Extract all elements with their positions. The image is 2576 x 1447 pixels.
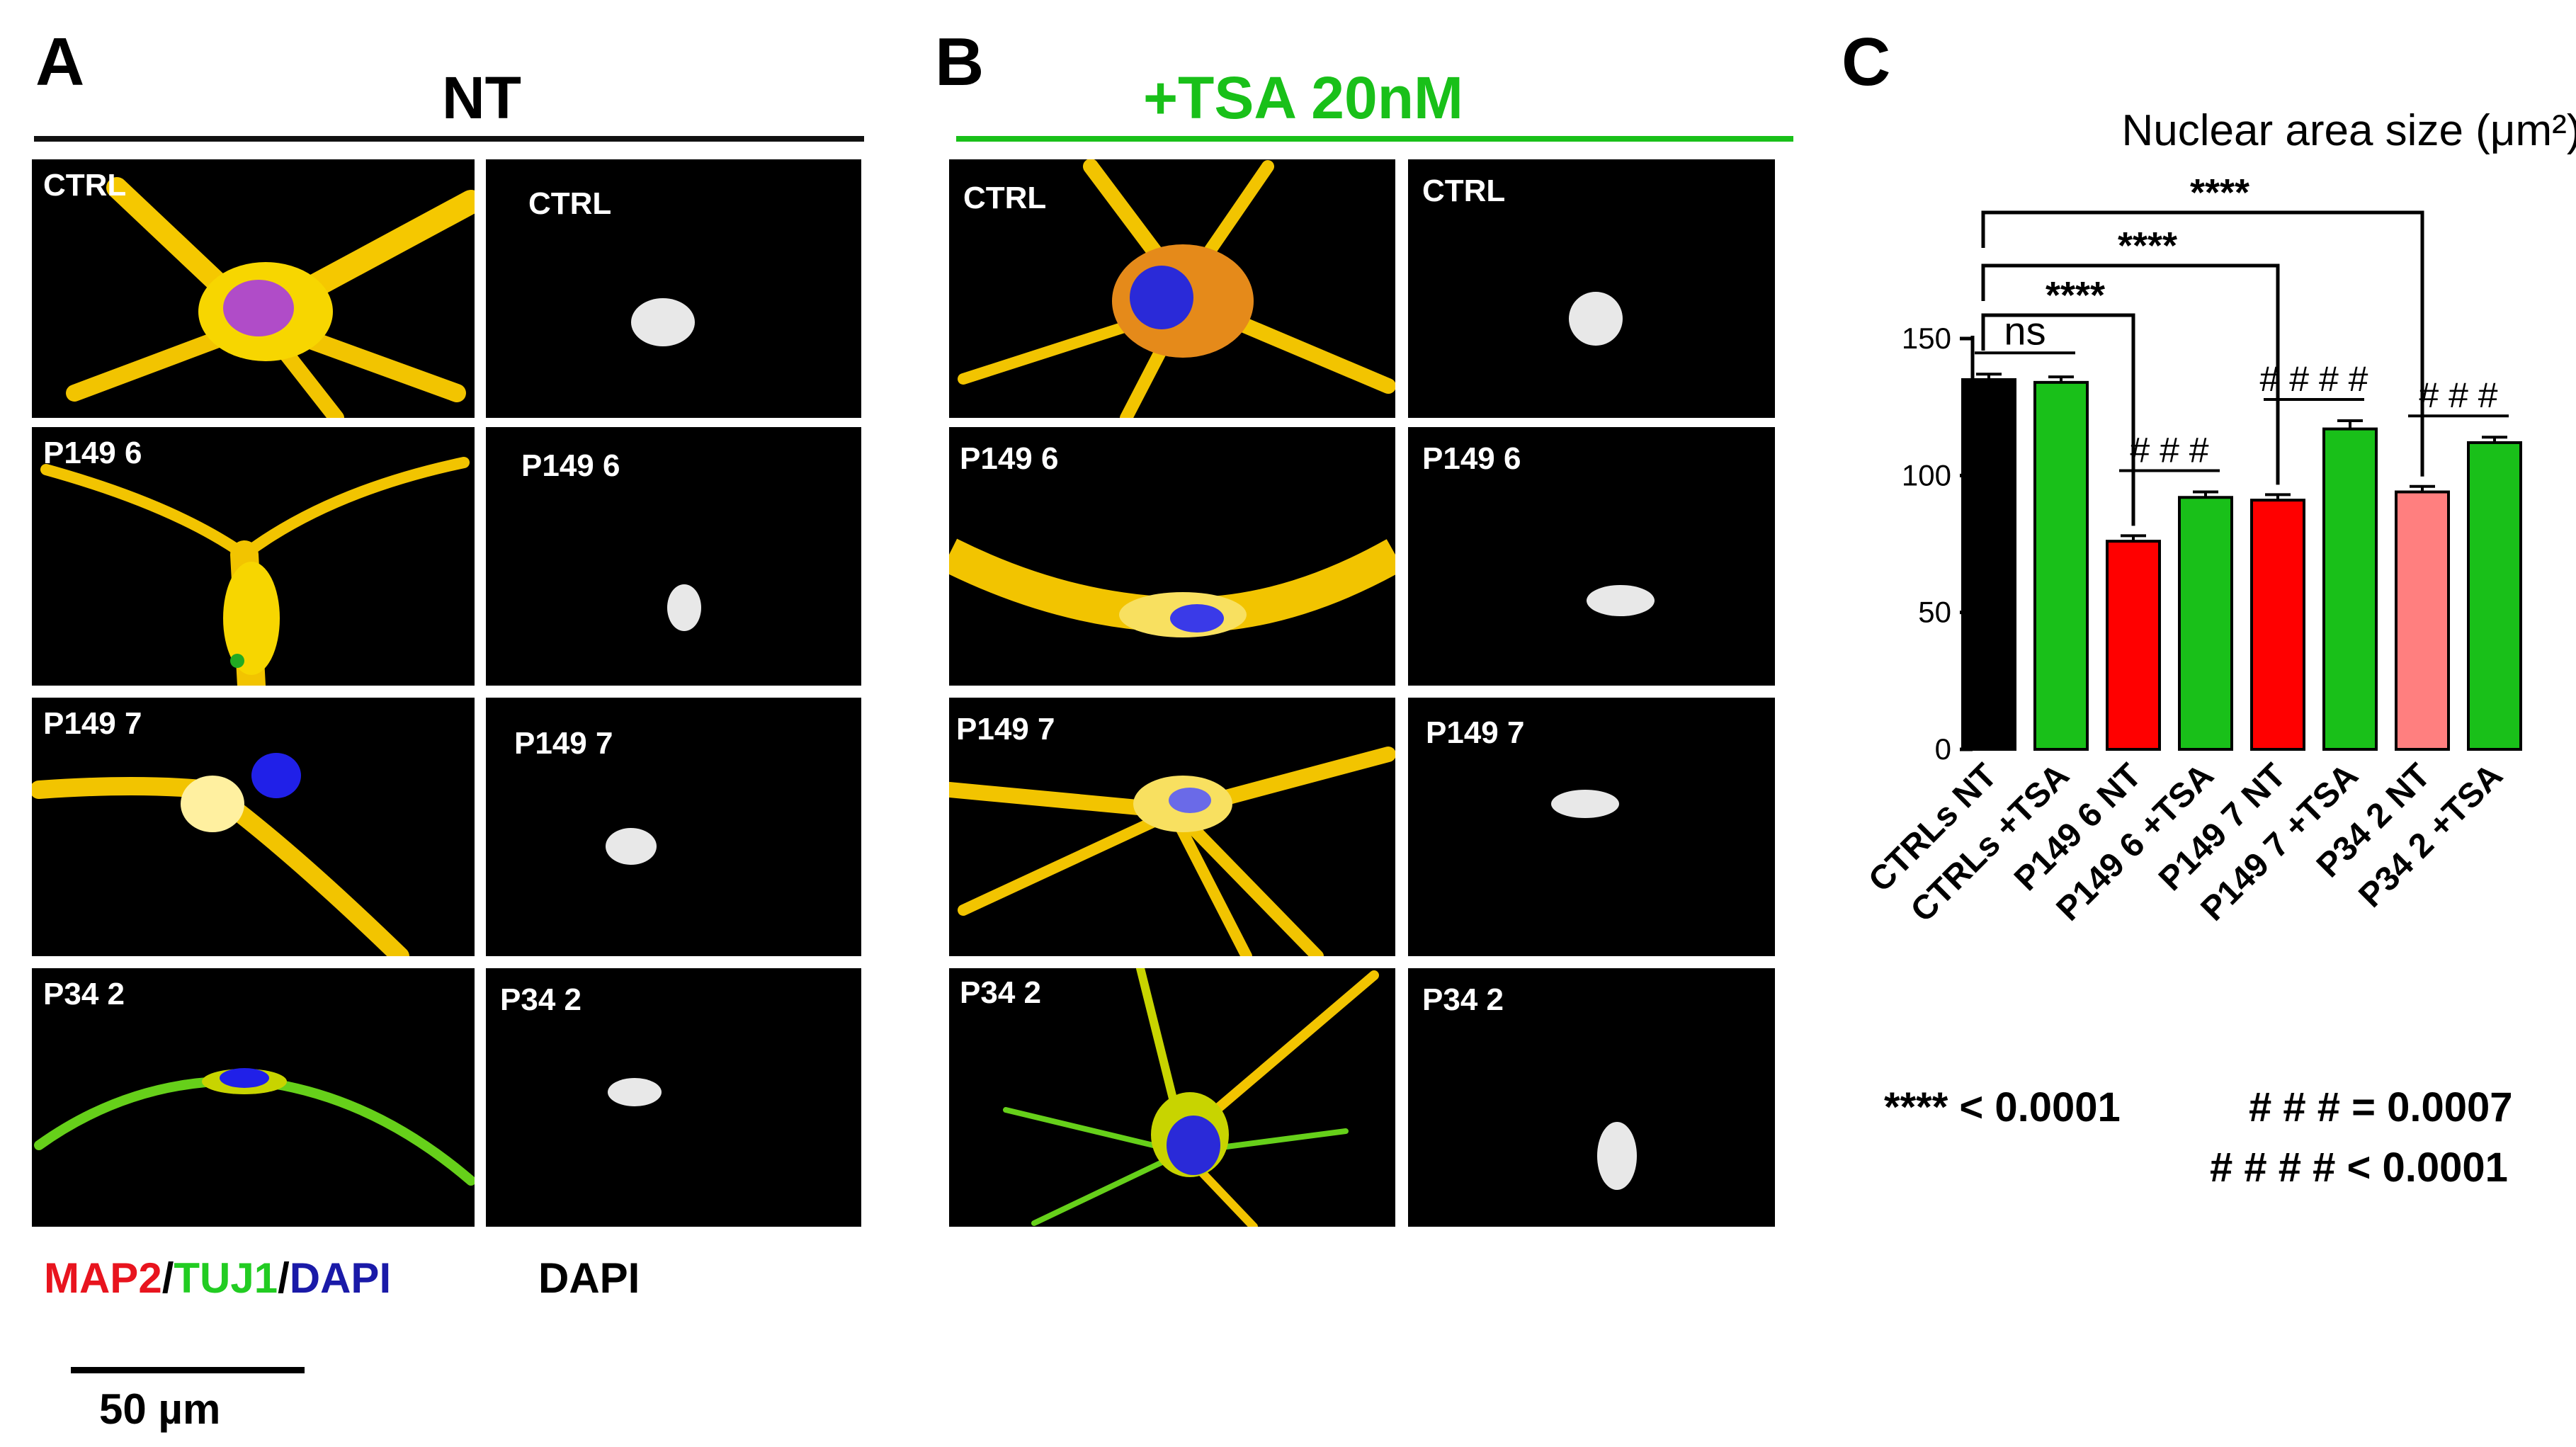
significance-bracket [1981, 263, 2280, 485]
significance-label: **** [2118, 225, 2177, 267]
micrograph-a-dapi-p34-2: P34 2 [486, 968, 861, 1227]
bar [2033, 380, 2089, 751]
micrograph-label: CTRL [963, 181, 1047, 215]
footnote-hash4: # # # # < 0.0001 [2210, 1145, 2508, 1191]
micrograph-b-dapi-ctrl: CTRL [1408, 159, 1775, 418]
micrograph-b-dapi-p149-6: P149 6 [1408, 427, 1775, 686]
y-tick-label: 100 [1902, 458, 1951, 492]
legend-dapi: DAPI [289, 1254, 392, 1302]
panel-title-nt: NT [442, 64, 521, 131]
micrograph-a-merge-ctrl: CTRL [32, 159, 475, 418]
micrograph-label: P149 6 [960, 441, 1059, 476]
micrograph-label: P149 6 [521, 448, 620, 483]
micrograph-label: CTRL [1422, 174, 1506, 208]
bar [2250, 499, 2305, 751]
y-tick-label: 0 [1935, 732, 1951, 766]
bar [2395, 490, 2450, 751]
micrograph-a-dapi-p149-6: P149 6 [486, 427, 861, 686]
micrograph-label: P149 7 [43, 706, 142, 741]
legend-tuj1: TUJ1 [174, 1254, 278, 1302]
scale-bar [71, 1367, 305, 1373]
significance-label: **** [2046, 274, 2105, 317]
micrograph-label: P34 2 [1422, 982, 1504, 1017]
micrograph-b-dapi-p149-7: P149 7 [1408, 698, 1775, 956]
panel-letter-c: C [1842, 24, 1891, 100]
micrograph-label: CTRL [528, 186, 612, 221]
micrograph-label: P149 7 [956, 712, 1055, 747]
micrograph-b-merge-p34-2: P34 2 [949, 968, 1395, 1227]
y-tick-label: 150 [1902, 322, 1951, 355]
micrograph-b-merge-p149-7: P149 7 [949, 698, 1395, 956]
bar [2467, 441, 2522, 751]
micrograph-b-dapi-p34-2: P34 2 [1408, 968, 1775, 1227]
micrograph-label: P149 6 [43, 436, 142, 470]
panel-b-rule [956, 136, 1793, 142]
micrograph-label: P149 7 [514, 726, 613, 761]
legend-slash: / [278, 1254, 290, 1302]
significance-label: # # # [2130, 431, 2208, 470]
micrograph-label: P149 7 [1426, 715, 1525, 750]
micrograph-b-merge-p149-6: P149 6 [949, 427, 1395, 686]
micrograph-label: P34 2 [500, 982, 581, 1017]
micrograph-label: P34 2 [960, 975, 1041, 1010]
bars [1961, 373, 2522, 751]
panel-letter-b: B [935, 24, 985, 100]
micrograph-a-merge-p149-7: P149 7 [32, 698, 475, 956]
legend-map2: MAP2 [44, 1254, 162, 1302]
chart-title: Nuclear area size (μm²) [2122, 106, 2576, 155]
significance-bracket [1981, 313, 2135, 526]
micrograph-a-dapi-ctrl: CTRL [486, 159, 861, 418]
bar [2178, 496, 2233, 751]
scale-bar-label: 50 µm [99, 1385, 221, 1433]
footnote-stars: **** < 0.0001 [1884, 1084, 2121, 1130]
micrograph-a-merge-p34-2: P34 2 [32, 968, 475, 1227]
bar [2322, 427, 2378, 751]
panel-letter-a: A [35, 24, 85, 100]
significance-label: **** [2190, 171, 2249, 214]
significance-annotations: ns************# # ## # # ## # # [1975, 171, 2509, 526]
panel-a-rule [34, 136, 864, 142]
micrograph-label: P149 6 [1422, 441, 1521, 476]
y-tick-label: 50 [1918, 596, 1951, 629]
footnote-hash3: # # # = 0.0007 [2249, 1084, 2513, 1130]
legend-dapi-only: DAPI [538, 1254, 640, 1302]
significance-label: # # # [2419, 375, 2497, 415]
significance-bracket [1981, 210, 2424, 477]
bar [1961, 378, 2016, 751]
panel-title-tsa: +TSA 20nM [1143, 64, 1463, 131]
micrograph-label: CTRL [43, 168, 127, 203]
legend-slash: / [161, 1254, 174, 1302]
stain-legend: MAP2/TUJ1/DAPI [44, 1254, 391, 1303]
micrograph-a-merge-p149-6: P149 6 [32, 427, 475, 686]
micrograph-b-merge-ctrl: CTRL [949, 159, 1395, 418]
micrograph-label: P34 2 [43, 977, 125, 1011]
micrograph-a-dapi-p149-7: P149 7 [486, 698, 861, 956]
bar [2106, 540, 2161, 751]
significance-label: # # # # [2260, 359, 2368, 399]
